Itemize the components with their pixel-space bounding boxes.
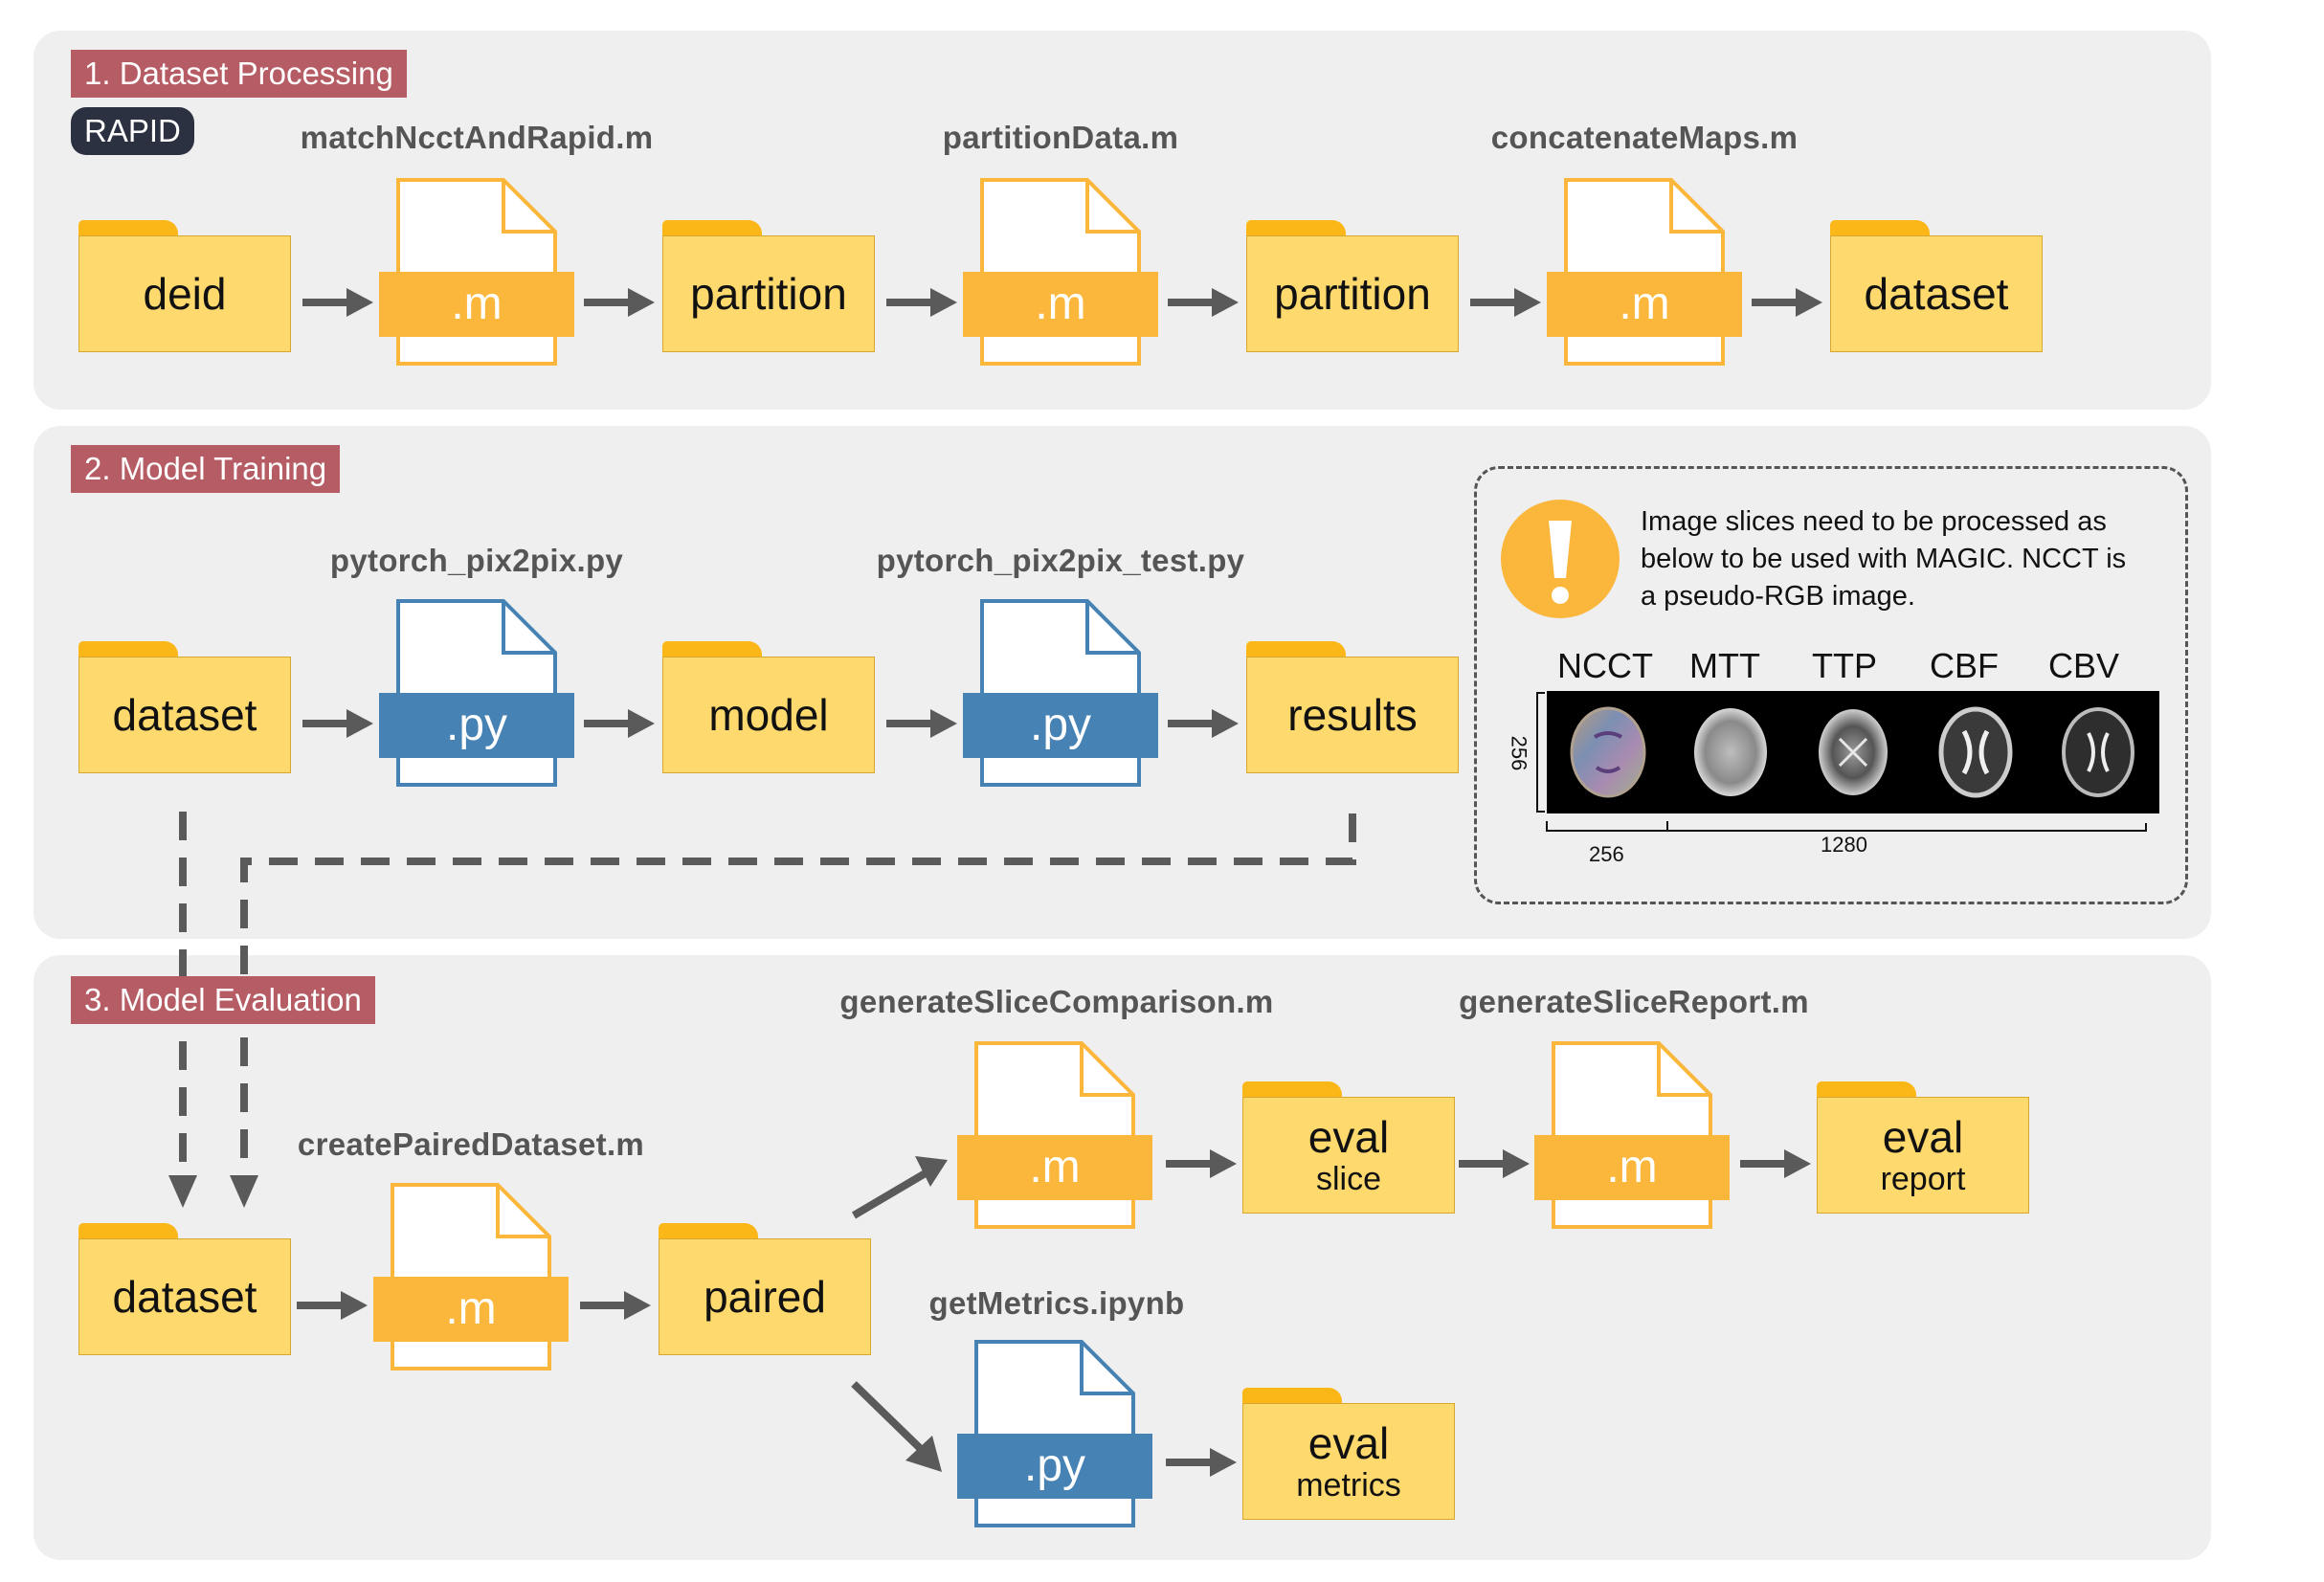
- file-extension: .m: [1619, 279, 1670, 329]
- file-extension: .py: [445, 700, 508, 750]
- file-extension: .m: [1035, 279, 1086, 329]
- folder-label-sub: metrics: [1296, 1467, 1401, 1504]
- section-label-model-evaluation: 3. Model Evaluation: [71, 976, 375, 1024]
- arrow-right-icon: [1740, 1149, 1811, 1178]
- m-file-partition-data: .m: [963, 178, 1158, 366]
- arrow-right-icon: [1166, 1448, 1237, 1477]
- arrow-diagonal-down-icon: [851, 1381, 942, 1472]
- file-extension: .m: [1606, 1142, 1658, 1192]
- folder-model: model: [662, 641, 875, 773]
- m-file-concatenate-maps: .m: [1547, 178, 1742, 366]
- script-name-slice-comparison: generateSliceComparison.m: [839, 984, 1274, 1019]
- folder-partition-b: partition: [1246, 220, 1459, 352]
- slice-label-cbf: CBF: [1930, 646, 1999, 685]
- arrow-right-icon: [1166, 1149, 1237, 1178]
- folder-eval-slice: eval slice: [1242, 1081, 1455, 1214]
- folder-label-sub: slice: [1315, 1161, 1382, 1197]
- m-file-match-ncct: .m: [379, 178, 574, 366]
- exclamation-icon: [1501, 500, 1620, 618]
- folder-eval-metrics: eval metrics: [1242, 1388, 1455, 1520]
- folder-label: dataset: [1864, 269, 2009, 319]
- script-name-concatenate-maps: concatenateMaps.m: [1490, 120, 1799, 155]
- arrow-right-icon: [584, 709, 655, 738]
- file-extension: .m: [451, 279, 503, 329]
- folder-dataset-3: dataset: [78, 1223, 291, 1355]
- folder-label-main: eval: [1307, 1112, 1390, 1162]
- folder-label-sub: report: [1880, 1161, 1966, 1197]
- script-name-partition-data: partitionData.m: [942, 120, 1179, 155]
- script-name-match-ncct: matchNcctAndRapid.m: [300, 120, 654, 155]
- file-extension: .py: [1029, 700, 1092, 750]
- arrow-right-icon: [1168, 288, 1239, 317]
- info-text-line-3: a pseudo-RGB image.: [1641, 581, 1915, 612]
- folder-label: paired: [704, 1272, 826, 1322]
- info-box: [1474, 466, 2188, 904]
- script-name-pix2pix-test: pytorch_pix2pix_test.py: [876, 543, 1245, 578]
- arrow-right-icon: [886, 709, 957, 738]
- dim-label-total-width: 1280: [1821, 833, 1867, 857]
- file-extension: .m: [1029, 1142, 1081, 1192]
- slice-label-mtt: MTT: [1689, 646, 1760, 685]
- rapid-badge: RAPID: [71, 107, 194, 155]
- file-extension: .m: [445, 1283, 497, 1334]
- arrow-right-icon: [302, 709, 373, 738]
- script-name-create-paired: createPairedDataset.m: [297, 1126, 645, 1162]
- arrow-right-icon: [297, 1291, 368, 1320]
- folder-results: results: [1246, 641, 1459, 773]
- arrow-right-icon: [580, 1291, 651, 1320]
- slice-label-ttp: TTP: [1812, 646, 1877, 685]
- dim-label-width: 256: [1589, 842, 1624, 866]
- file-extension: .py: [1023, 1440, 1086, 1491]
- folder-label: results: [1287, 690, 1418, 740]
- folder-dataset-2: dataset: [78, 641, 291, 773]
- dashed-arrowhead-right: [230, 1175, 258, 1208]
- arrow-right-icon: [302, 288, 373, 317]
- arrow-right-icon: [1752, 288, 1822, 317]
- folder-dataset-1: dataset: [1830, 220, 2043, 352]
- folder-eval-report: eval report: [1817, 1081, 2029, 1214]
- folder-label: dataset: [112, 690, 257, 740]
- folder-label: partition: [1274, 269, 1431, 319]
- slice-strip-image: [1547, 691, 2159, 813]
- section-label-dataset-processing: 1. Dataset Processing: [71, 50, 407, 98]
- arrow-right-icon: [886, 288, 957, 317]
- script-name-get-metrics: getMetrics.ipynb: [928, 1285, 1185, 1321]
- arrow-right-icon: [1459, 1149, 1530, 1178]
- arrow-right-icon: [1470, 288, 1541, 317]
- section-label-model-training: 2. Model Training: [71, 445, 341, 493]
- folder-label: deid: [143, 269, 227, 319]
- folder-paired: paired: [659, 1223, 871, 1355]
- folder-label: dataset: [112, 1272, 257, 1322]
- m-file-slice-report: .m: [1534, 1041, 1730, 1229]
- script-name-pix2pix-train: pytorch_pix2pix.py: [329, 543, 624, 578]
- m-file-create-paired: .m: [373, 1183, 569, 1370]
- folder-label-main: eval: [1882, 1112, 1964, 1162]
- folder-deid: deid: [78, 220, 291, 352]
- folder-label: model: [708, 690, 829, 740]
- slice-label-ncct: NCCT: [1557, 646, 1653, 685]
- dimension-brackets: [1536, 692, 2147, 832]
- arrow-right-icon: [1168, 709, 1239, 738]
- dim-label-height: 256: [1507, 735, 1531, 771]
- slice-label-cbv: CBV: [2047, 646, 2120, 685]
- py-file-pix2pix-test: .py: [963, 599, 1158, 787]
- script-name-slice-report: generateSliceReport.m: [1459, 984, 1809, 1019]
- info-text-line-1: Image slices need to be processed as: [1641, 506, 2107, 537]
- m-file-slice-comparison: .m: [957, 1041, 1152, 1229]
- folder-label-main: eval: [1307, 1418, 1390, 1468]
- py-file-get-metrics: .py: [957, 1340, 1152, 1527]
- dashed-arrowhead-left: [168, 1175, 197, 1208]
- arrow-right-icon: [584, 288, 655, 317]
- info-text-line-2: below to be used with MAGIC. NCCT is: [1641, 544, 2127, 574]
- folder-label: partition: [690, 269, 847, 319]
- arrow-diagonal-up-icon: [851, 1156, 948, 1219]
- folder-partition-a: partition: [662, 220, 875, 352]
- py-file-pix2pix-train: .py: [379, 599, 574, 787]
